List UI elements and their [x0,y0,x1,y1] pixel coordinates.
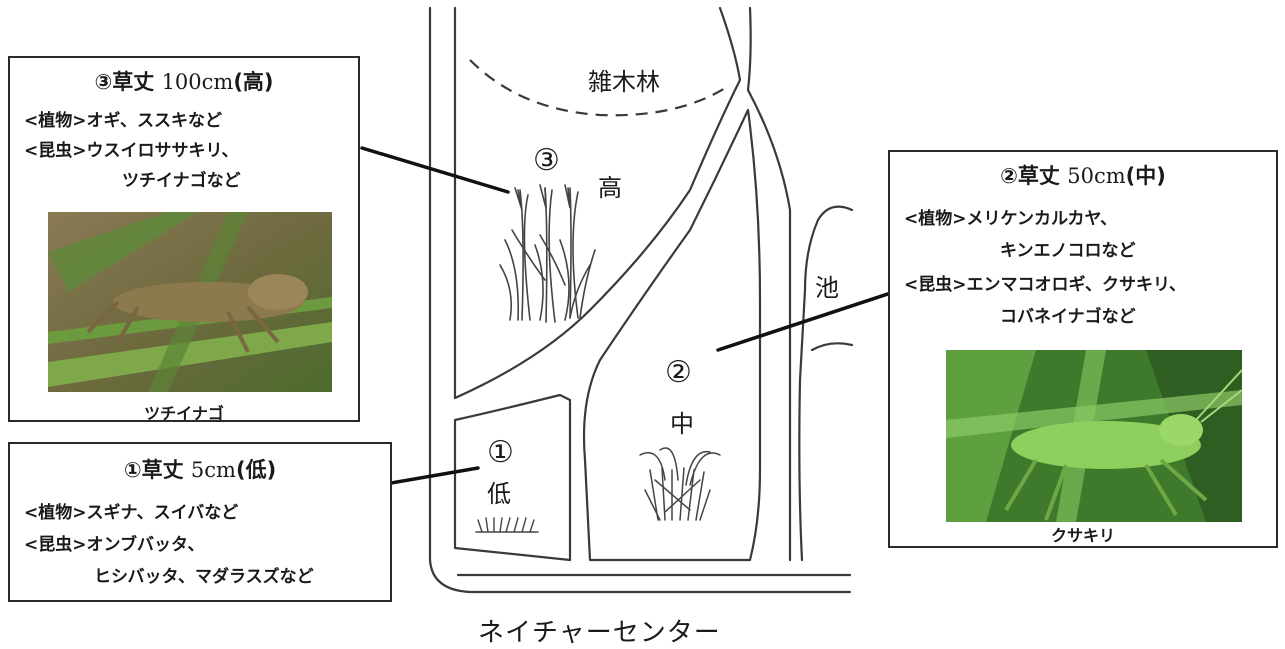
pond-label: 池 [815,274,839,302]
zone3-marker: ③ [533,143,560,178]
leader-line-zone2 [716,283,917,352]
zone2-insects: <昆虫>エンマコオロギ、クサキリ、 [904,275,1186,295]
tall-grass-icon [499,184,596,323]
zone3-insects: <昆虫>ウスイロササキリ、 [24,141,239,161]
zone1-info-box: ①草丈 5cm(低) <植物>スギナ、スイバなど <昆虫>オンブバッタ、 ヒシバ… [8,442,392,602]
pond-edge [798,205,854,562]
zone2-marker: ② [665,355,692,390]
pond-edge-inner [810,342,854,352]
zone2-plants: <植物>メリケンカルカヤ、 [904,209,1118,229]
zone1-title: ①草丈 5cm(低) [123,458,277,482]
woods-edge-east [746,6,752,92]
grasshopper-photo [48,212,332,392]
zone3-plants: <植物>オギ、ススキなど [24,111,222,131]
zone1-plants: <植物>スギナ、スイバなど [24,503,239,523]
nature-center-label: ネイチャーセンター [478,618,721,648]
zone3-info-box: ③草丈 100cm(高) <植物>オギ、ススキなど <昆虫>ウスイロササキリ、 … [8,56,360,423]
zone3-insects-cont: ツチイナゴなど [122,171,241,191]
zone3-east-edge [453,6,742,400]
zone2-west-edge [582,108,762,562]
leader-line-zone3 [360,146,510,194]
zone1-height-label: 低 [487,480,511,508]
zone2-insects-cont: コバネイナゴなど [1000,307,1136,327]
zone1-marker: ① [487,435,514,470]
zone3-height-label: 高 [598,174,622,202]
zone3-title: ③草丈 100cm(高) [94,70,274,94]
zone2-plants-cont: キンエノコロなど [1000,241,1136,261]
zone1-insects: <昆虫>オンブバッタ、 [24,535,205,555]
woods-label: 雑木林 [588,68,660,96]
zone2-info-box: ②草丈 50cm(中) <植物>メリケンカルカヤ、 キンエノコロなど <昆虫>エ… [888,150,1278,548]
katydid-photo [946,350,1242,522]
zone2-east-edge [746,88,792,562]
woods-boundary [469,59,731,117]
zone2-title: ②草丈 50cm(中) [1000,164,1166,188]
low-grass-icon [475,517,539,533]
medium-grass-icon [639,447,721,521]
zone1-edge [453,393,572,562]
path-boundary-west [428,6,852,594]
zone2-height-label: 中 [670,410,694,438]
zone3-photo-caption: ツチイナゴ [144,404,224,423]
zone1-insects-cont: ヒシバッタ、マダラスズなど [94,567,314,587]
zone2-photo-caption: クサキリ [1050,526,1115,545]
